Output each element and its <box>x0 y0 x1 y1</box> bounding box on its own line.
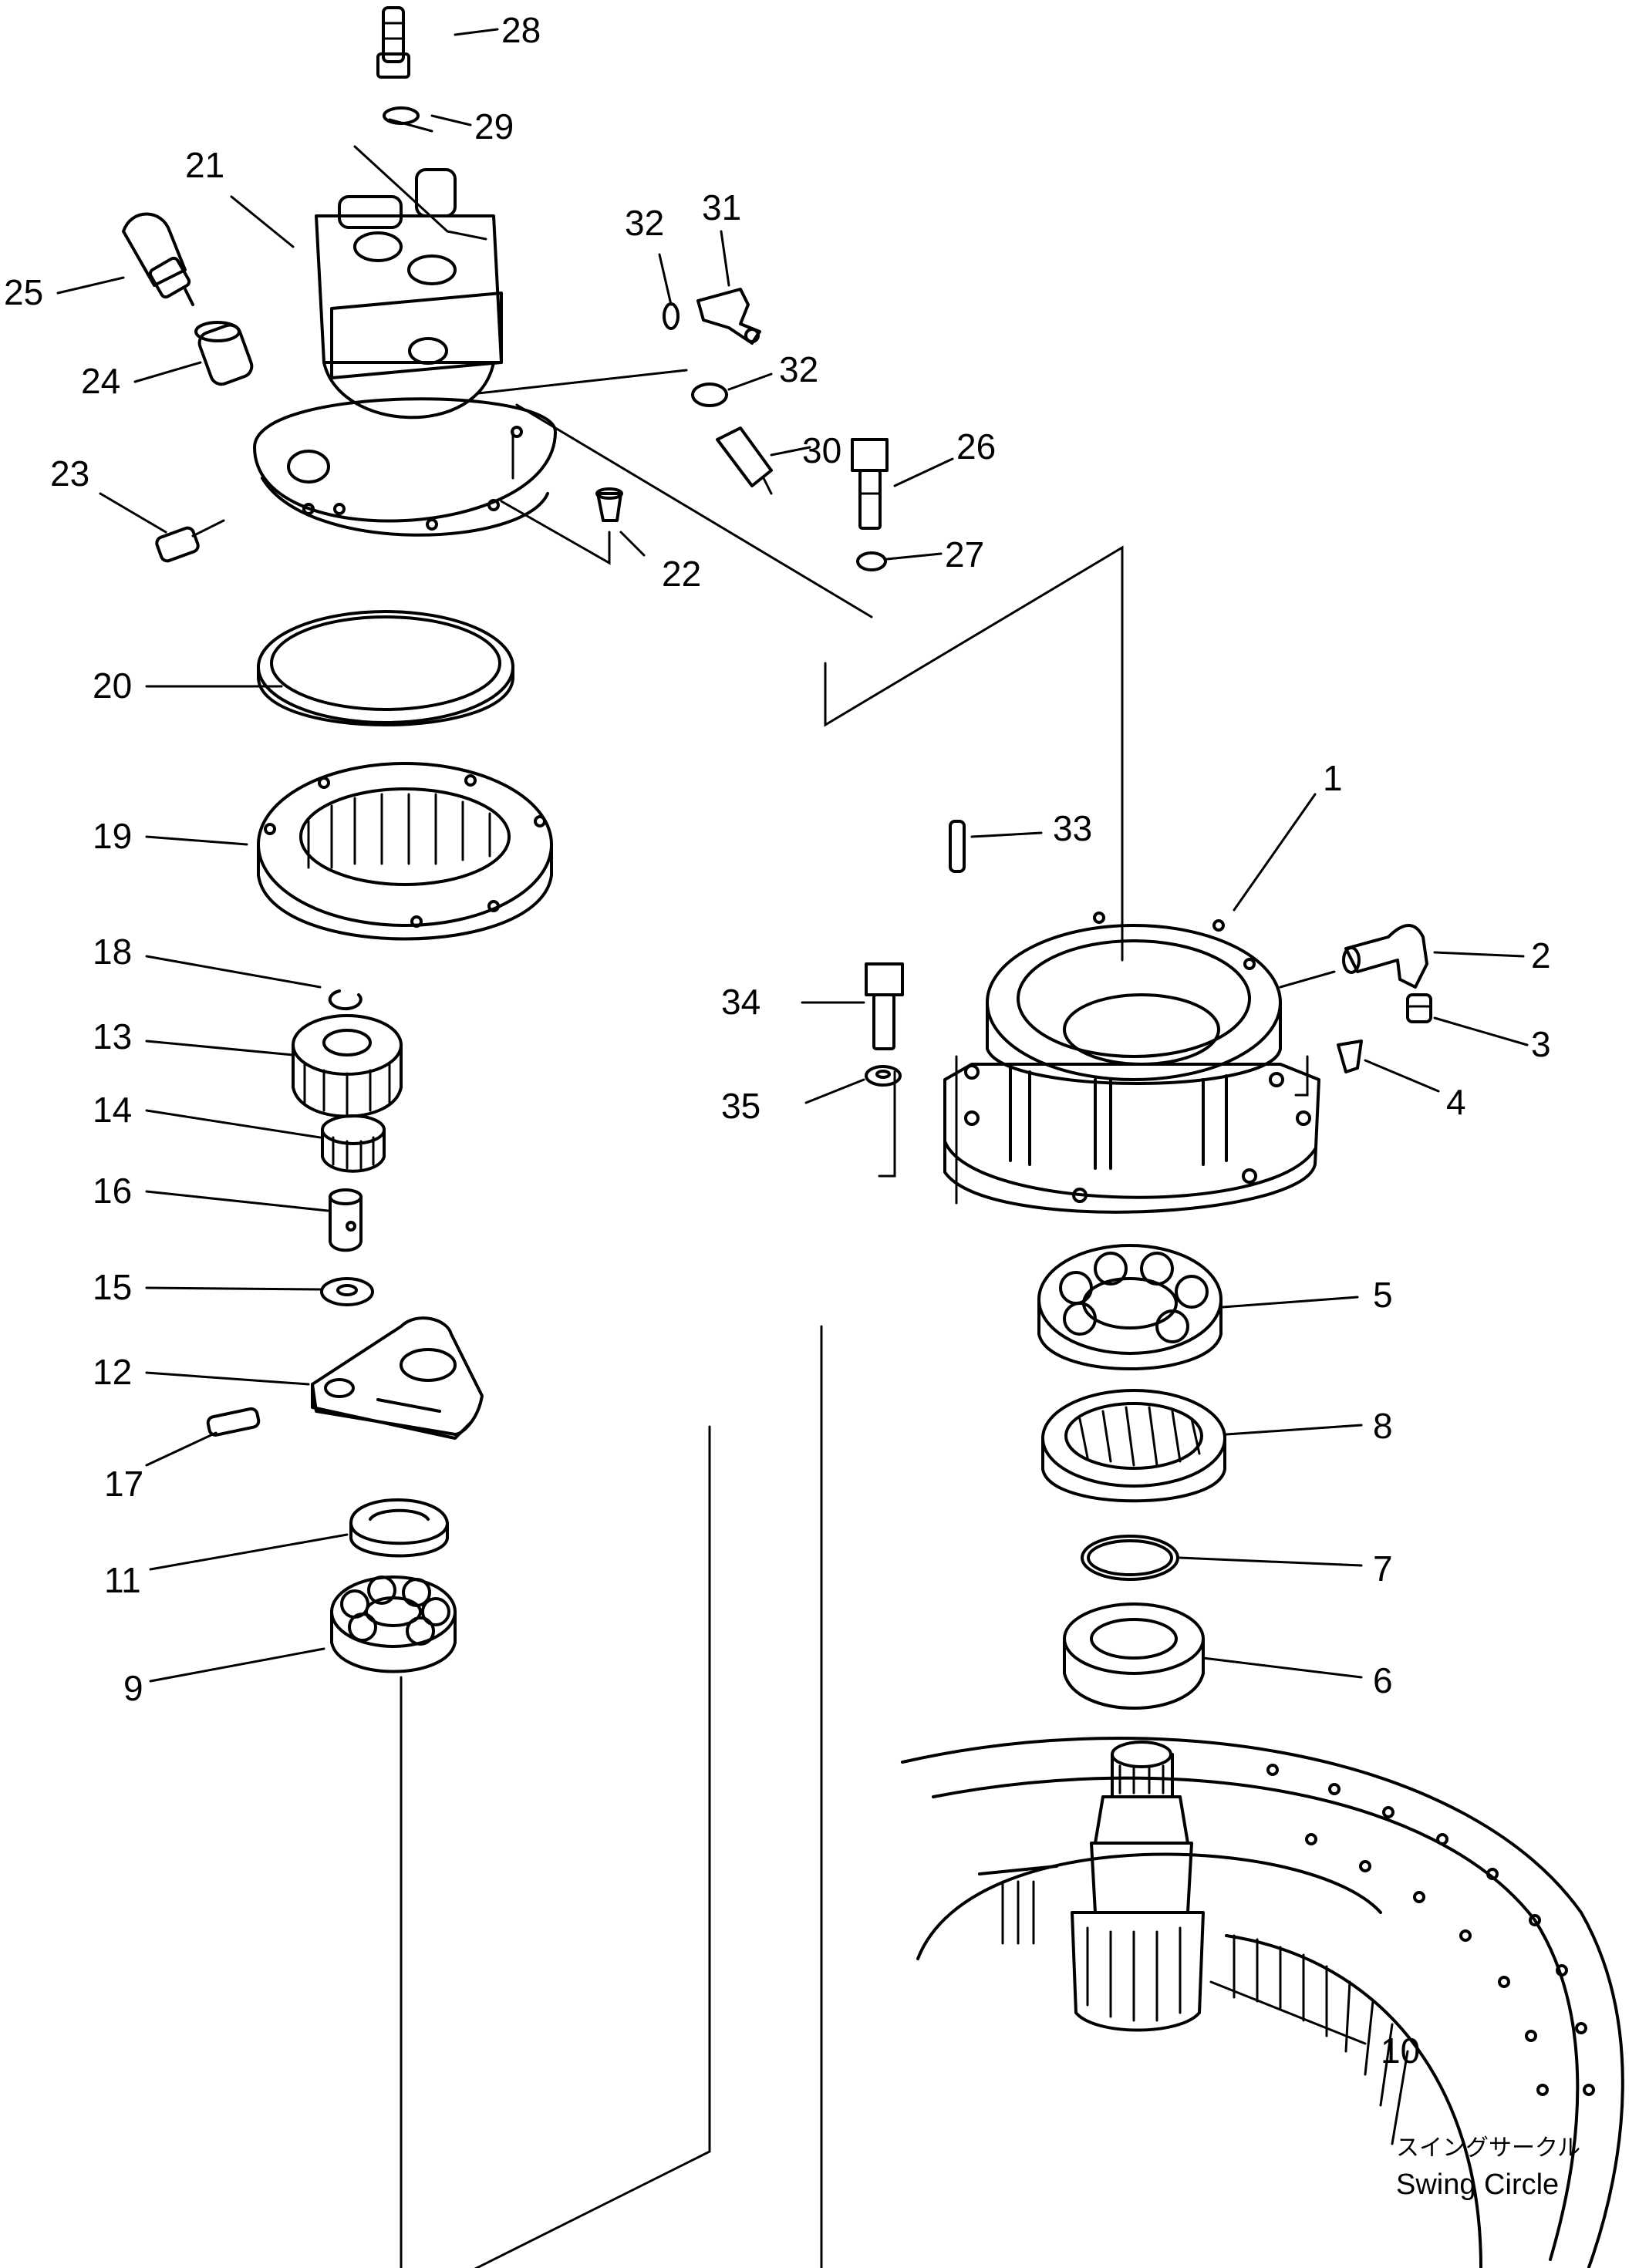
callout-30: 30 <box>802 430 841 470</box>
callout-13: 13 <box>93 1016 132 1056</box>
part-34-bolt <box>865 962 904 1050</box>
part-12-carrier <box>311 1316 484 1440</box>
part-14-needle-bearing <box>321 1114 386 1173</box>
part-4-plug <box>1337 1040 1363 1073</box>
part-8-roller-bearing <box>1041 1389 1226 1503</box>
callout-34: 34 <box>721 982 760 1022</box>
callout-16: 16 <box>93 1171 132 1211</box>
assembly-lines <box>353 118 1309 2268</box>
part-1-housing <box>943 912 1320 1214</box>
part-15-thrust-washer <box>320 1277 374 1306</box>
callout-26: 26 <box>956 426 996 467</box>
part-20-seal-ring <box>257 610 514 726</box>
part-29-o-ring <box>383 106 420 125</box>
callout-1: 1 <box>1323 758 1343 798</box>
part-13-planet-gear <box>292 1014 403 1118</box>
callout-32-upper: 32 <box>625 203 664 243</box>
part-18-snap-ring <box>328 989 363 1011</box>
callout-2: 2 <box>1531 935 1551 976</box>
callout-8: 8 <box>1373 1406 1393 1446</box>
part-32-o-ring-lower <box>691 382 728 407</box>
swing-circle-caption-english: Swing Circle <box>1396 2169 1559 2201</box>
part-17-pin <box>206 1407 261 1437</box>
part-26-bolt <box>851 438 889 530</box>
callout-4: 4 <box>1446 1082 1466 1122</box>
callout-14: 14 <box>93 1090 132 1130</box>
swing-circle <box>901 1737 1624 2268</box>
callout-17: 17 <box>104 1464 143 1504</box>
part-32-o-ring-upper <box>663 302 680 330</box>
part-30-connector <box>716 426 773 495</box>
part-11-thrust-washer <box>349 1498 449 1558</box>
callout-23: 23 <box>50 453 89 494</box>
callout-29: 29 <box>474 106 514 147</box>
part-7-o-ring <box>1081 1535 1179 1581</box>
part-25-breather <box>122 212 194 306</box>
callout-32-lower: 32 <box>779 349 818 389</box>
callout-9: 9 <box>123 1668 143 1708</box>
part-33-dowel-pin <box>949 820 966 873</box>
part-9-ball-bearing <box>330 1575 457 1673</box>
part-28-fitting <box>376 6 410 79</box>
callout-31: 31 <box>702 187 741 227</box>
callout-3: 3 <box>1531 1024 1551 1064</box>
part-10-pinion-shaft <box>1071 1741 1205 2032</box>
callout-15: 15 <box>93 1267 132 1307</box>
callout-20: 20 <box>93 666 132 706</box>
callout-22: 22 <box>662 554 701 594</box>
callout-21: 21 <box>185 145 224 185</box>
callout-5: 5 <box>1373 1275 1393 1315</box>
callout-19: 19 <box>93 816 132 856</box>
callout-33: 33 <box>1053 808 1092 848</box>
swing-circle-caption-japanese: スイングサークル <box>1396 2135 1580 2162</box>
callout-28: 28 <box>501 10 541 50</box>
callout-labels: 28 29 21 25 24 23 22 32 31 32 30 26 27 2… <box>4 10 1551 2071</box>
callout-11: 11 <box>104 1560 141 1600</box>
callout-6: 6 <box>1373 1660 1393 1700</box>
callout-35: 35 <box>721 1086 760 1126</box>
part-31-elbow <box>696 288 761 345</box>
part-23-fitting <box>155 519 225 563</box>
part-19-ring-gear <box>257 762 553 941</box>
leader-lines <box>56 28 1529 2045</box>
part-21-swing-motor <box>253 168 557 537</box>
callout-27: 27 <box>945 534 984 575</box>
part-27-washer <box>856 551 887 571</box>
callout-24: 24 <box>81 361 120 401</box>
part-6-oil-seal <box>1063 1602 1205 1710</box>
part-2-elbow <box>1342 924 1428 989</box>
callout-7: 7 <box>1373 1549 1393 1589</box>
part-22-plug <box>595 487 623 522</box>
callout-18: 18 <box>93 932 132 972</box>
callout-10: 10 <box>1381 2030 1420 2071</box>
callout-12: 12 <box>93 1352 132 1392</box>
part-3-plug <box>1406 993 1432 1023</box>
part-35-washer <box>865 1065 902 1087</box>
part-5-ball-bearing <box>1037 1244 1223 1370</box>
callout-25: 25 <box>4 272 43 312</box>
part-16-shaft <box>329 1188 363 1252</box>
part-24-plug <box>194 321 254 386</box>
